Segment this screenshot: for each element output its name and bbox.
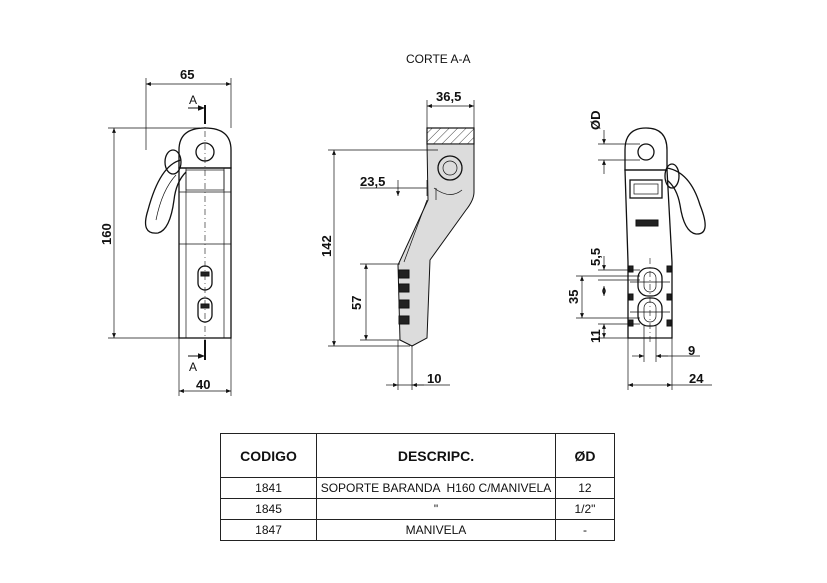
header-diameter: ØD bbox=[554, 433, 616, 478]
dim-section-height: 142 bbox=[319, 235, 334, 257]
table-row: 1847 MANIVELA - bbox=[219, 519, 616, 541]
section-view: CORTE A-A 36,5 23,5 142 57 bbox=[319, 52, 475, 390]
dim-section-offset: 23,5 bbox=[360, 174, 385, 189]
cell-codigo: 1841 bbox=[219, 477, 318, 499]
section-title: CORTE A-A bbox=[406, 52, 470, 66]
header-codigo: CODIGO bbox=[219, 433, 318, 478]
dim-section-bottom: 10 bbox=[427, 371, 441, 386]
cell-descripcion: MANIVELA bbox=[316, 519, 556, 541]
cell-diameter: 1/2" bbox=[554, 498, 616, 520]
section-mark-bottom: A bbox=[189, 360, 197, 374]
dim-diameter: ØD bbox=[588, 111, 603, 131]
table-row: 1841 SOPORTE BARANDA H160 C/MANIVELA 12 bbox=[219, 477, 616, 499]
cell-codigo: 1845 bbox=[219, 498, 318, 520]
dim-slot-pitch: 35 bbox=[566, 290, 581, 304]
dim-slot-bottom: 11 bbox=[588, 329, 603, 343]
dim-height: 160 bbox=[99, 223, 114, 245]
section-mark-top: A bbox=[189, 93, 197, 107]
header-descripcion: DESCRIPC. bbox=[316, 433, 556, 478]
spec-table: CODIGO DESCRIPC. ØD 1841 SOPORTE BARANDA… bbox=[219, 433, 616, 541]
dim-slot-offset: 5,5 bbox=[588, 248, 603, 266]
dim-top-width: 65 bbox=[180, 67, 194, 82]
dim-slot-width: 9 bbox=[688, 343, 695, 358]
dim-slot-height: 57 bbox=[349, 296, 364, 310]
cell-diameter: - bbox=[554, 519, 616, 541]
left-view: A A 65 160 40 bbox=[99, 67, 232, 396]
cell-descripcion: " bbox=[316, 498, 556, 520]
cell-descripcion: SOPORTE BARANDA H160 C/MANIVELA bbox=[316, 477, 556, 499]
right-view: ØD 5,5 35 11 9 24 bbox=[566, 111, 712, 390]
table-row: 1845 " 1/2" bbox=[219, 498, 616, 520]
dim-bottom-width: 40 bbox=[196, 377, 210, 392]
dim-right-width: 24 bbox=[689, 371, 704, 386]
dim-section-top: 36,5 bbox=[436, 89, 461, 104]
cell-codigo: 1847 bbox=[219, 519, 318, 541]
table-header-row: CODIGO DESCRIPC. ØD bbox=[219, 433, 616, 478]
cell-diameter: 12 bbox=[554, 477, 616, 499]
